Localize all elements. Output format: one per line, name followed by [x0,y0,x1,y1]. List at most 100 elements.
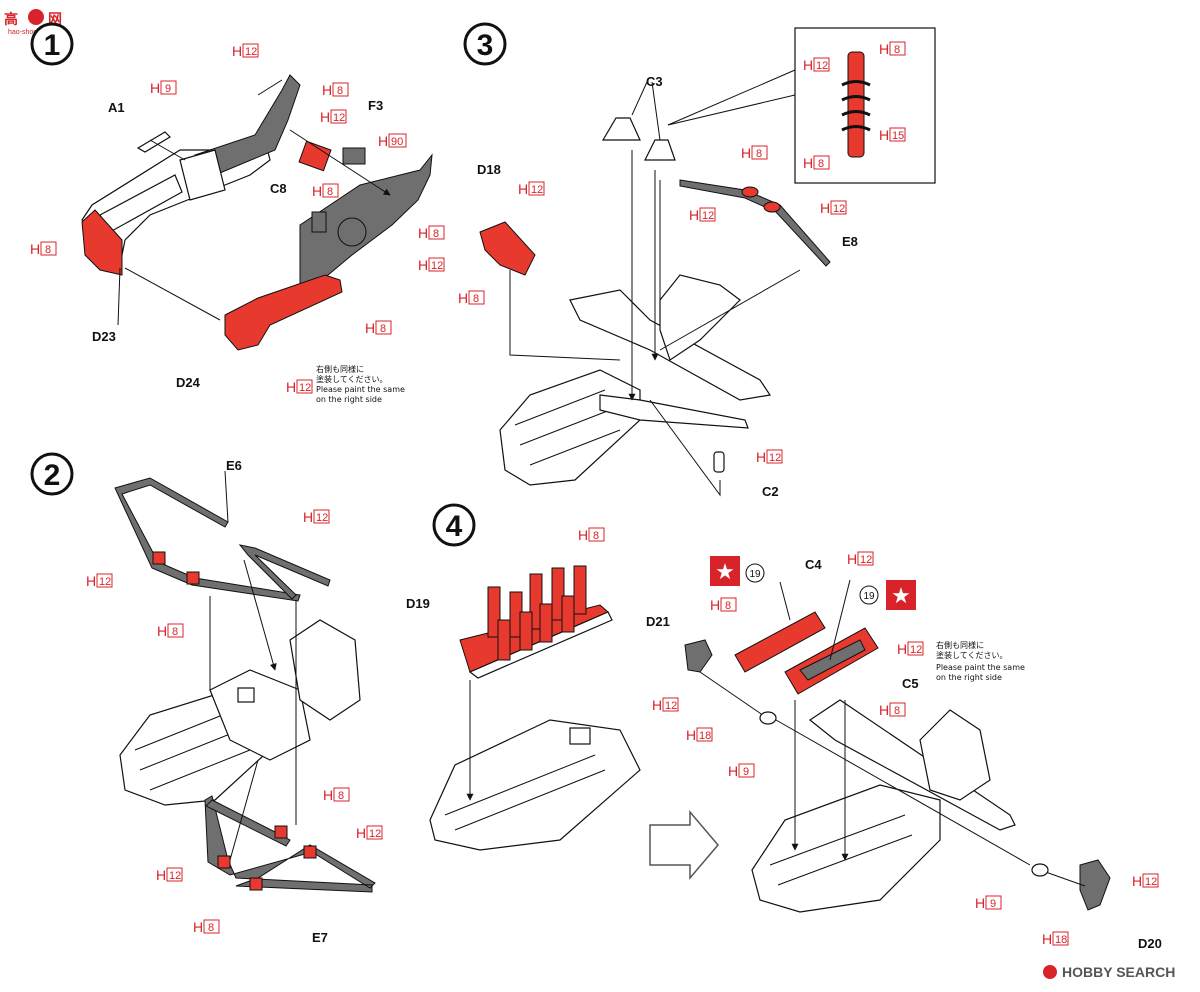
svg-text:8: 8 [172,626,178,638]
svg-text:12: 12 [369,828,381,840]
svg-text:8: 8 [45,244,51,256]
svg-text:H: H [652,697,662,713]
paint-callout: H 8 [365,320,392,336]
svg-text:Please paint the same: Please paint the same [316,385,405,394]
part-d24-red-bracket [224,274,343,351]
part-d19-intake [459,565,613,679]
svg-text:E8: E8 [842,234,858,249]
svg-text:H: H [150,80,160,96]
step-3-badge [463,22,507,66]
next-arrow-icon [649,809,719,881]
svg-text:A1: A1 [108,100,125,115]
svg-text:hao-shop.com: hao-shop.com [8,29,53,36]
svg-text:E7: E7 [312,930,328,945]
svg-text:12: 12 [431,260,443,272]
svg-text:4: 4 [446,510,463,543]
svg-text:H: H [879,41,889,57]
shock-absorber-red [847,51,865,158]
part-d18-red [479,221,536,276]
svg-text:8: 8 [593,530,599,542]
decal-number-badge: 19 [745,563,765,583]
svg-text:H: H [686,727,696,743]
svg-text:H: H [323,787,333,803]
svg-text:8: 8 [433,228,439,240]
svg-text:H: H [458,290,468,306]
svg-text:H: H [710,597,720,613]
svg-text:8: 8 [380,323,386,335]
svg-text:H: H [897,641,907,657]
svg-text:D23: D23 [92,329,116,344]
paint-callout: H 9 [150,80,177,96]
final-assembly [751,699,1016,913]
svg-text:HOBBY SEARCH: HOBBY SEARCH [1062,964,1175,980]
svg-text:12: 12 [833,203,845,215]
paint-callout: H 90 [378,133,407,149]
svg-text:18: 18 [699,730,711,742]
part-d21 [684,639,713,673]
paint-callout: H 8 [418,225,445,241]
star-marker: ★ [886,580,916,610]
svg-text:8: 8 [894,44,900,56]
svg-text:H: H [286,379,296,395]
svg-text:12: 12 [245,46,257,58]
svg-text:H: H [312,183,322,199]
svg-text:8: 8 [208,922,214,934]
svg-text:19: 19 [863,591,875,602]
step-1-panel: 1 A1 F3 C8 D23 D [30,22,445,404]
svg-text:on the right side: on the right side [936,673,1002,682]
svg-text:on the right side: on the right side [316,395,382,404]
svg-text:E6: E6 [226,458,242,473]
svg-text:D21: D21 [646,614,670,629]
svg-text:18: 18 [1055,934,1067,946]
svg-text:H: H [303,509,313,525]
svg-text:1: 1 [44,29,61,62]
svg-text:右側も同様に: 右側も同様に [936,640,984,650]
part-e7-arm [205,799,291,847]
paint-callout: H 8 [322,82,349,98]
part-c4-red-rail [734,611,826,673]
star-icon: ★ [891,584,911,609]
svg-text:C2: C2 [762,484,779,499]
svg-text:D18: D18 [477,162,501,177]
svg-text:12: 12 [169,870,181,882]
part-e6-wishbone [114,477,301,602]
part-e8-red-joint [763,201,781,213]
step-4-badge [432,503,476,547]
part-c8-red-block [298,140,332,172]
svg-text:12: 12 [531,184,543,196]
svg-text:H: H [803,155,813,171]
part-d20 [1079,859,1111,911]
svg-text:H: H [157,623,167,639]
svg-text:12: 12 [816,60,828,72]
svg-text:H: H [156,867,166,883]
svg-text:右側も同様に: 右側も同様に [316,364,364,374]
svg-text:C8: C8 [270,181,287,196]
svg-text:F3: F3 [368,98,383,113]
svg-text:H: H [879,702,889,718]
svg-text:H: H [418,225,428,241]
svg-text:H: H [820,200,830,216]
paint-callout: H 8 [30,241,57,257]
svg-text:H: H [689,207,699,223]
svg-text:H: H [975,895,985,911]
svg-text:12: 12 [333,112,345,124]
red-joint [152,551,166,565]
svg-text:9: 9 [990,898,996,910]
svg-text:Please paint the same: Please paint the same [936,663,1025,672]
